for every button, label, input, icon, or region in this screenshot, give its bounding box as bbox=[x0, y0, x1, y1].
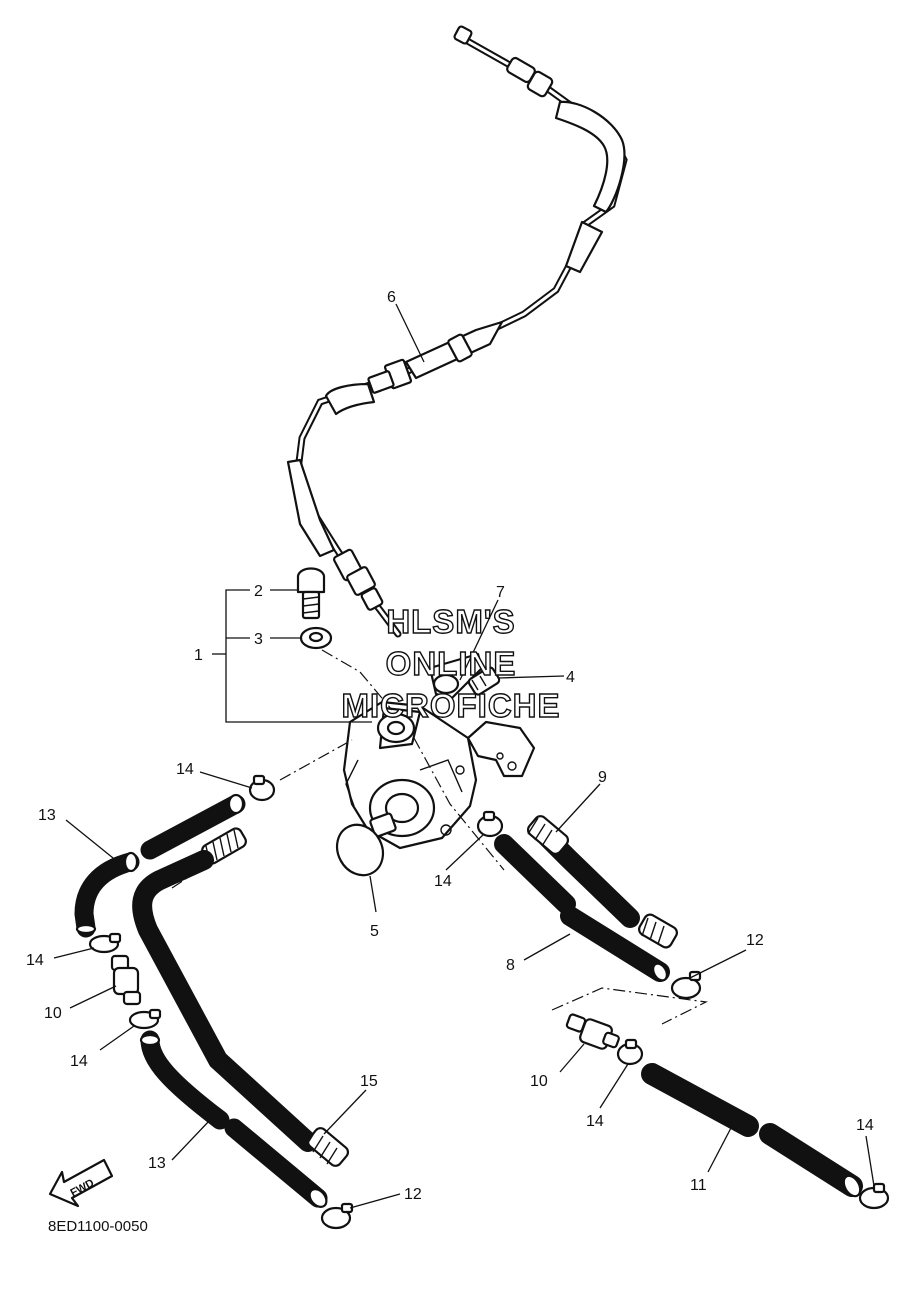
watermark: HLSM'S ONLINE MICROFICHE bbox=[341, 602, 561, 724]
callout-label: 14 bbox=[856, 1117, 874, 1134]
spring-protector-upper[interactable] bbox=[200, 826, 248, 865]
hose-lower-left[interactable] bbox=[139, 1030, 230, 1130]
hose-joint-right[interactable] bbox=[565, 1013, 620, 1050]
bolt[interactable] bbox=[296, 567, 326, 620]
callout-label: 12 bbox=[404, 1186, 422, 1203]
hose-clamp[interactable] bbox=[128, 1008, 162, 1030]
svg-text:HLSM'S: HLSM'S bbox=[386, 603, 515, 640]
callout-label: 6 bbox=[387, 289, 396, 306]
svg-text:ONLINE: ONLINE bbox=[386, 645, 517, 682]
hose-bottom-left[interactable] bbox=[224, 1118, 330, 1210]
callout-label: 9 bbox=[598, 769, 607, 786]
throttle-cable[interactable] bbox=[286, 25, 628, 638]
alignment-line bbox=[413, 737, 505, 871]
callout-label: 4 bbox=[566, 669, 575, 686]
forward-arrow-icon: FWD bbox=[48, 1158, 114, 1208]
callout-label: 14 bbox=[70, 1053, 88, 1070]
leader-lines bbox=[53, 303, 875, 1209]
cable-bracket[interactable] bbox=[428, 652, 484, 700]
callout-label: 15 bbox=[360, 1073, 378, 1090]
alignment-line bbox=[321, 649, 393, 711]
reference-outline bbox=[551, 987, 709, 1025]
hose-clamp[interactable] bbox=[670, 970, 702, 1000]
cable-end-fitting[interactable] bbox=[467, 666, 501, 696]
callout-label: 5 bbox=[370, 923, 379, 940]
callout-label: 13 bbox=[148, 1155, 166, 1172]
hose-joint-left[interactable] bbox=[110, 954, 142, 1006]
hose-clamp[interactable] bbox=[320, 1202, 354, 1230]
hose-clamp[interactable] bbox=[476, 810, 504, 838]
callout-label: 8 bbox=[506, 957, 515, 974]
washer[interactable] bbox=[299, 626, 333, 650]
oil-pump[interactable] bbox=[342, 700, 536, 850]
callout-label: 13 bbox=[38, 807, 56, 824]
callout-label: 10 bbox=[44, 1005, 62, 1022]
callout-label: 11 bbox=[690, 1177, 707, 1194]
alignment-line bbox=[279, 739, 353, 781]
callout-label: 2 bbox=[254, 583, 263, 600]
hose-clamp[interactable] bbox=[248, 774, 276, 802]
hose-pump-left[interactable] bbox=[140, 793, 246, 860]
diagram-code: 8ED1100-0050 bbox=[48, 1218, 148, 1235]
callout-label: 12 bbox=[746, 932, 764, 949]
spring-protector-right-top[interactable] bbox=[526, 814, 571, 857]
hose-clamp[interactable] bbox=[858, 1182, 890, 1210]
callout-label: 14 bbox=[434, 873, 452, 890]
hose-long-left[interactable] bbox=[132, 850, 318, 1152]
alignment-line bbox=[595, 891, 633, 919]
callout-label: 14 bbox=[586, 1113, 604, 1130]
svg-text:MICROFICHE: MICROFICHE bbox=[342, 687, 561, 724]
hose-8[interactable] bbox=[494, 834, 670, 983]
spring-protector-right-bottom[interactable] bbox=[637, 912, 679, 949]
callout-label: 14 bbox=[26, 952, 44, 969]
callout-label: 3 bbox=[254, 631, 263, 648]
hose-clamp[interactable] bbox=[616, 1038, 644, 1066]
alignment-line bbox=[225, 1073, 305, 1141]
hose-11[interactable] bbox=[641, 1063, 864, 1199]
hose-upper-left[interactable] bbox=[74, 851, 140, 938]
callout-bracket bbox=[225, 589, 372, 723]
alignment-line bbox=[171, 859, 215, 889]
callout-label: 1 bbox=[194, 647, 203, 664]
spring-protector-lower[interactable] bbox=[305, 1126, 351, 1169]
hose-clamp[interactable] bbox=[88, 932, 122, 954]
o-ring[interactable] bbox=[328, 817, 391, 884]
callout-label: 14 bbox=[176, 761, 194, 778]
callout-label: 10 bbox=[530, 1073, 548, 1090]
callout-label: 7 bbox=[496, 584, 505, 601]
